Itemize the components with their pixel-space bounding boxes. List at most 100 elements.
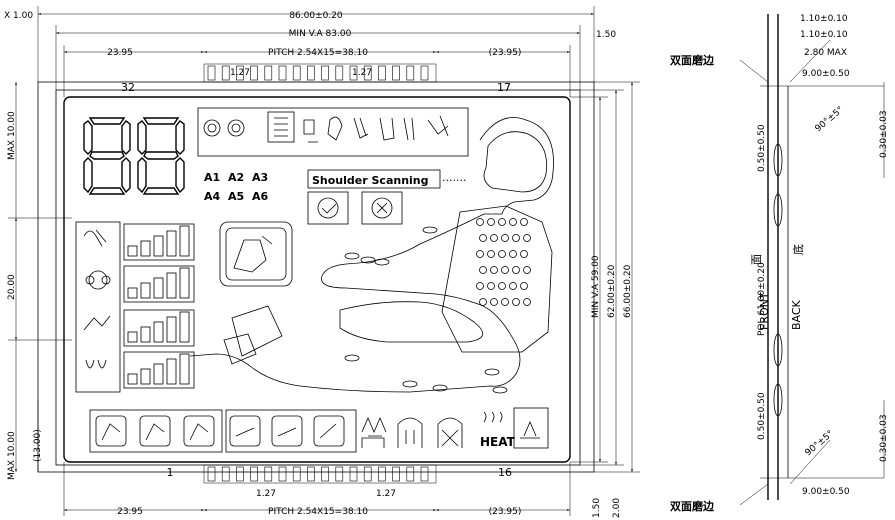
bottom-left-dim: 23.95 <box>117 507 143 517</box>
side-angle-top: 90°±5° <box>814 105 846 134</box>
top-pin <box>264 65 273 81</box>
bar-graph-segment <box>127 331 138 343</box>
top-pin <box>250 65 258 81</box>
bottom-pin <box>236 466 244 482</box>
bar-graph-segment <box>166 358 177 385</box>
top-pin <box>378 65 386 81</box>
top-pin-pitch-right: 1.27 <box>352 68 372 78</box>
top-pin <box>236 65 244 81</box>
side-dim-5: 9.00±0.50 <box>802 487 850 497</box>
seat-dot <box>520 282 528 290</box>
side-edge-top: 0.50±0.50 <box>757 124 767 172</box>
bar-graph-segment <box>127 373 138 385</box>
area-label-a5: A5 <box>228 190 244 203</box>
seat-dot <box>476 218 484 226</box>
bar-graph-box <box>123 223 195 261</box>
seat-dot <box>520 250 528 258</box>
bottom-pin <box>264 466 273 482</box>
top-pin <box>278 65 287 81</box>
massage-icons-row <box>197 107 469 157</box>
intensity-icons-column <box>75 221 195 393</box>
bottom-pin-right-label: 16 <box>498 466 512 479</box>
bar-graph-segment <box>140 326 151 343</box>
bar-graph-box <box>123 351 195 389</box>
seat-dot <box>501 266 509 274</box>
bar-graph-segment <box>166 230 177 257</box>
seat-dot <box>498 282 506 290</box>
bottom-pin <box>307 466 315 482</box>
side-r-top: 0.30±0.03 <box>879 110 889 158</box>
grind-top-label: 双面磨边 <box>670 53 715 67</box>
bottom-pin <box>278 466 287 482</box>
seat-dot <box>479 266 487 274</box>
heat-label: HEAT <box>480 435 516 449</box>
seat-dot <box>476 282 484 290</box>
side-view <box>739 14 885 506</box>
bottom-mode-icons <box>89 407 549 453</box>
left-paren-dim: (13.00) <box>33 429 43 462</box>
bar-graph-segment <box>153 235 164 257</box>
bottom-right-dim: (23.95) <box>489 507 522 517</box>
bar-graph-segment <box>153 363 164 385</box>
side-bottom-cn: 底 <box>791 244 805 255</box>
seat-dot <box>487 282 495 290</box>
left-max-top: MAX 10.00 <box>7 111 17 160</box>
bar-graph-segment <box>127 245 138 257</box>
top-pin-left-label: 32 <box>121 81 135 94</box>
top-pitch-dim: PITCH 2.54X15=38.10 <box>268 48 368 58</box>
top-pin <box>307 65 315 81</box>
right-va-height: MIN V.A 59.00 <box>591 255 601 318</box>
seat-dot <box>520 218 528 226</box>
bottom-pins <box>203 464 437 484</box>
top-pin-right-label: 17 <box>497 81 511 94</box>
bottom-pin <box>420 466 429 482</box>
bar-graph-box <box>123 265 195 303</box>
seat-dot <box>509 218 517 226</box>
body-silhouette <box>189 117 554 393</box>
pill-markers <box>344 226 508 394</box>
seat-dot <box>512 266 520 274</box>
top-pin <box>349 65 358 81</box>
area-label-a3: A3 <box>252 171 268 184</box>
top-pin <box>406 65 415 81</box>
seven-segment-digits <box>83 117 185 195</box>
top-pin <box>207 65 216 81</box>
confirm-icon <box>317 197 339 219</box>
seat-dot <box>512 298 520 306</box>
right-height-2: 66.00±0.20 <box>623 264 633 318</box>
side-dim-1: 1.10±0.10 <box>800 14 848 24</box>
left-mid-dim: 20.00 <box>7 274 17 300</box>
side-back: BACK <box>790 299 803 330</box>
cancel-icon <box>371 197 393 219</box>
bar-graph-segment <box>179 267 190 299</box>
bottom-pin <box>335 466 344 482</box>
seat-dot <box>509 282 517 290</box>
bar-graph-segment <box>179 311 190 343</box>
seat-dot <box>501 298 509 306</box>
seat-dot <box>523 266 531 274</box>
seat-dots <box>476 218 531 306</box>
shoulder-scanning-block: Shoulder Scanning ······· <box>307 169 466 225</box>
right-height-1: 62.00±0.20 <box>607 264 617 318</box>
seat-dot <box>509 250 517 258</box>
bar-graph-segment <box>179 225 190 257</box>
seat-dot <box>498 250 506 258</box>
bar-graph-segment <box>179 353 190 385</box>
bottom-pin <box>378 466 386 482</box>
area-label-a1: A1 <box>204 171 220 184</box>
shoulder-scanning-dots: ······· <box>442 174 466 187</box>
bottom-pin <box>321 466 329 482</box>
seat-dot <box>490 234 498 242</box>
area-labels: A1 A2 A3 A4 A5 A6 <box>204 171 269 203</box>
seat-dot <box>490 298 498 306</box>
area-label-a6: A6 <box>252 190 269 203</box>
top-pin <box>321 65 329 81</box>
left-max-bottom: MAX 10.00 <box>7 431 17 480</box>
corner-offset-dim: X 1.00 <box>4 11 33 21</box>
seat-dot <box>479 234 487 242</box>
seat-dot <box>490 266 498 274</box>
top-pin <box>363 65 372 81</box>
shoulder-scanning-text: Shoulder Scanning <box>312 174 429 187</box>
viewing-area-outline <box>55 89 581 466</box>
